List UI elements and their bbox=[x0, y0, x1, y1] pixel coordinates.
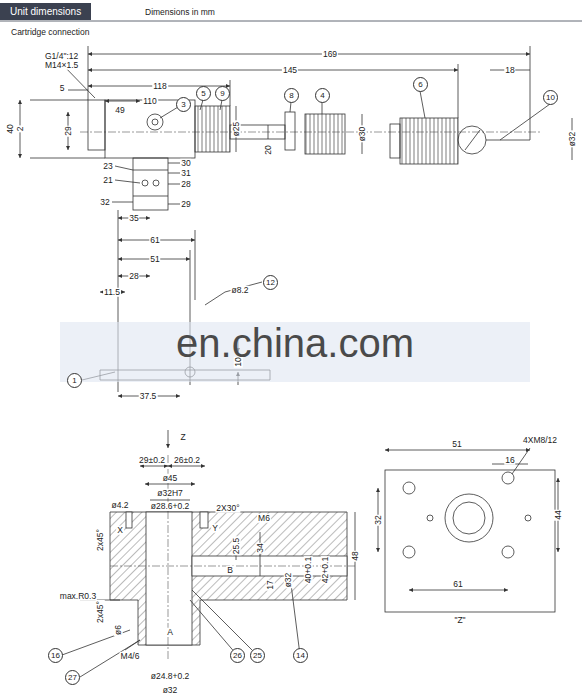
watermark: en.china.com bbox=[175, 323, 415, 363]
callout-number: 14 bbox=[296, 651, 305, 660]
dimension-label: max.R0.3 bbox=[59, 592, 97, 601]
dimension-label: 42+0.1 bbox=[321, 556, 330, 584]
dimension-label: 17 bbox=[266, 579, 275, 590]
dimension-label: M14×1.5 bbox=[44, 61, 79, 70]
callout-number: 25 bbox=[253, 651, 262, 660]
dimension-label: 25.5 bbox=[232, 537, 241, 556]
callout-circle: 1 bbox=[67, 373, 82, 388]
callout-circle: 25 bbox=[250, 648, 265, 663]
dimension-label: Y bbox=[211, 524, 219, 533]
dimension-label: 48 bbox=[351, 550, 360, 561]
callout-number: 26 bbox=[233, 651, 242, 660]
callout-circle: 6 bbox=[413, 77, 428, 92]
dimension-label: ø32 bbox=[284, 572, 293, 589]
callout-circle: 9 bbox=[215, 86, 230, 101]
dimension-label: 61 bbox=[452, 580, 463, 589]
dimension-label: 29 bbox=[64, 125, 73, 136]
dimension-label: ø4.2 bbox=[110, 501, 129, 510]
callout-circle: 27 bbox=[65, 670, 80, 685]
dimension-label: 28 bbox=[180, 180, 191, 189]
dimension-label: 23 bbox=[102, 162, 113, 171]
dimension-label: 21 bbox=[102, 176, 113, 185]
dimension-label: "Z" bbox=[453, 616, 466, 625]
dimension-label: 110 bbox=[142, 97, 158, 106]
callout-number: 10 bbox=[546, 93, 555, 102]
dimension-label: 20 bbox=[264, 144, 273, 155]
dimension-label: 16 bbox=[504, 456, 515, 465]
dimension-label: 2x45° bbox=[96, 600, 105, 624]
dimension-label: 18 bbox=[504, 66, 515, 75]
dimension-label: ø8.2 bbox=[230, 286, 249, 295]
callout-number: 5 bbox=[201, 89, 205, 98]
dimension-label: M6 bbox=[257, 514, 271, 523]
dimension-label: Z bbox=[179, 433, 186, 442]
callout-circle: 3 bbox=[176, 97, 191, 112]
dimension-label: 44 bbox=[554, 509, 563, 520]
dimension-label: 32 bbox=[99, 198, 110, 207]
dimension-label: 169 bbox=[322, 50, 338, 59]
dimension-label: 29 bbox=[180, 200, 191, 209]
section-title: Unit dimensions bbox=[10, 6, 81, 17]
dimension-label: ø32H7 bbox=[156, 489, 184, 498]
dimension-label: M4/6 bbox=[120, 652, 141, 661]
dimension-label: 34 bbox=[256, 542, 265, 553]
dimension-label: 40 bbox=[6, 123, 15, 134]
callout-circle: 5 bbox=[196, 86, 211, 101]
header-tab: Unit dimensions bbox=[0, 3, 91, 20]
dimension-label: B bbox=[226, 566, 234, 575]
dimension-label: 30 bbox=[180, 159, 191, 168]
callout-circle: 26 bbox=[230, 648, 245, 663]
callout-number: 12 bbox=[266, 278, 275, 287]
dimension-label: 26±0.2 bbox=[173, 456, 201, 465]
callout-circle: 8 bbox=[284, 88, 299, 103]
callout-number: 1 bbox=[72, 376, 76, 385]
callout-number: 4 bbox=[320, 91, 324, 100]
callout-number: 27 bbox=[68, 673, 77, 682]
dimension-label: 2X30° bbox=[215, 504, 240, 513]
dimension-label: ø24.8+0.2 bbox=[150, 672, 191, 681]
dimension-label: 37.5 bbox=[139, 392, 158, 401]
callout-circle: 14 bbox=[293, 648, 308, 663]
dimension-label: 5 bbox=[59, 84, 66, 93]
callout-number: 8 bbox=[289, 91, 293, 100]
dimension-label: G1/4":12 bbox=[44, 52, 79, 61]
dimension-label: ø32 bbox=[568, 131, 577, 148]
dimension-label: 61 bbox=[149, 236, 160, 245]
note: Cartridge connection bbox=[10, 28, 90, 37]
callout-number: 16 bbox=[51, 651, 60, 660]
dimension-label: 32 bbox=[374, 514, 383, 525]
dimension-label: 118 bbox=[152, 82, 168, 91]
callout-circle: 12 bbox=[263, 275, 278, 290]
dimension-label: 31 bbox=[180, 169, 191, 178]
dimension-label: ø25 bbox=[232, 121, 241, 138]
callout-number: 3 bbox=[181, 100, 185, 109]
dimension-label: 4XM8/12 bbox=[522, 436, 558, 445]
dimension-label: 51 bbox=[451, 440, 462, 449]
dimension-label: ø45 bbox=[162, 474, 179, 483]
dimension-label: 49 bbox=[114, 106, 125, 115]
dimension-label: ø32 bbox=[162, 686, 179, 695]
dimension-label: 51 bbox=[149, 255, 160, 264]
dimension-label: 2 bbox=[16, 126, 25, 133]
dimension-label: 2x45° bbox=[96, 528, 105, 552]
callout-circle: 4 bbox=[315, 88, 330, 103]
dimension-label: 145 bbox=[282, 66, 298, 75]
callout-circle: 16 bbox=[48, 648, 63, 663]
dimension-label: ø30 bbox=[358, 126, 367, 143]
dimension-label: ø28.6+0.2 bbox=[150, 502, 191, 511]
dimension-label: 35 bbox=[128, 214, 139, 223]
dimension-label: 11.5 bbox=[103, 288, 121, 297]
dimension-label: 40+0.1 bbox=[304, 556, 313, 584]
dimension-label: ø6 bbox=[114, 624, 123, 636]
note: Dimensions in mm bbox=[144, 8, 216, 17]
dimension-label: X bbox=[116, 526, 124, 535]
dimension-label: A bbox=[166, 628, 174, 637]
dimension-label: 29±0.2 bbox=[138, 456, 166, 465]
dimension-label: 28 bbox=[128, 272, 139, 281]
callout-number: 9 bbox=[220, 89, 224, 98]
callout-circle: 10 bbox=[543, 90, 558, 105]
callout-number: 6 bbox=[418, 80, 422, 89]
